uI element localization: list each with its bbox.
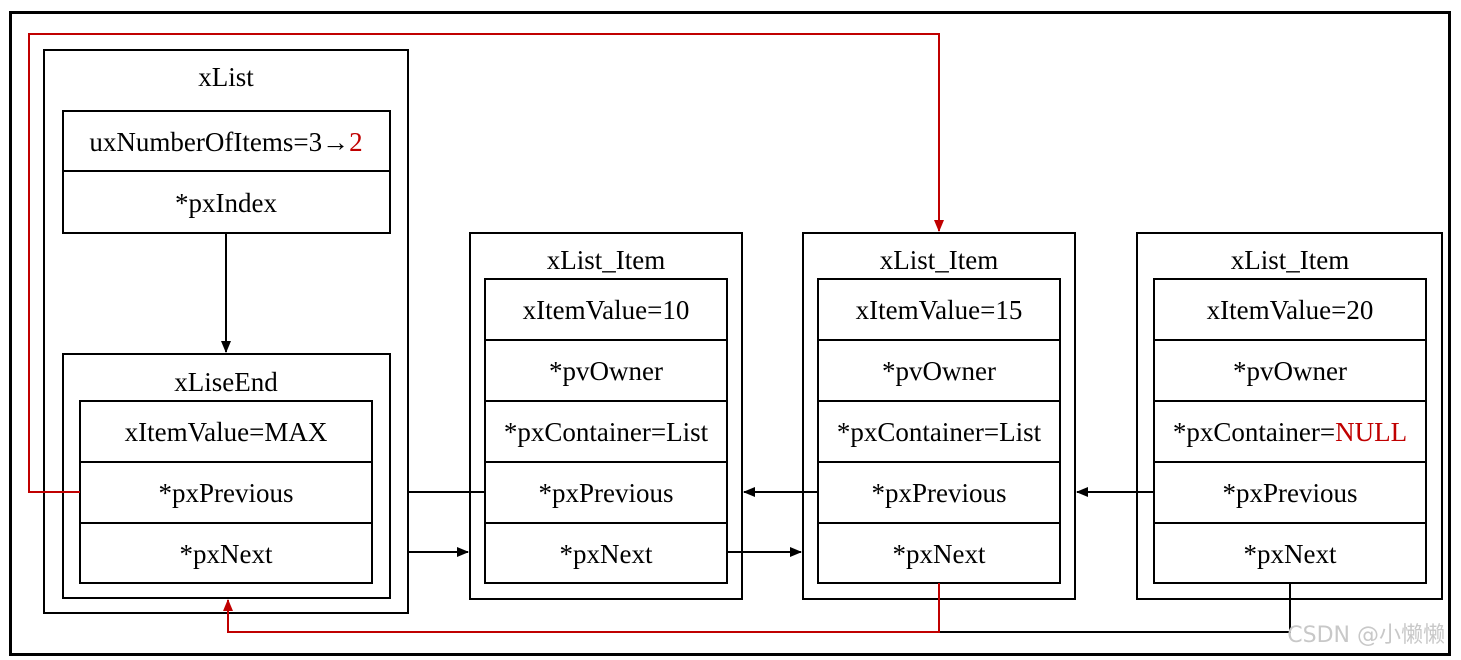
item-1-title: xList_Item <box>547 245 665 275</box>
xlist-box <box>43 49 409 614</box>
item-3-previous-label: *pxPrevious <box>1223 478 1358 508</box>
item-3-value-label: xItemValue=20 <box>1207 295 1374 325</box>
item-block-1: xList_Item xItemValue=10 *pvOwner *pxCon… <box>469 232 743 600</box>
item-block-2: xList_Item xItemValue=15 *pvOwner *pxCon… <box>802 232 1076 600</box>
xlist-count-new: 2 <box>349 127 363 157</box>
item-1-container-label: *pxContainer= <box>504 417 666 447</box>
item-2-next-label: *pxNext <box>893 539 986 569</box>
outer-frame <box>9 11 1451 656</box>
end-previous-label: *pxPrevious <box>159 478 294 508</box>
item-1-container-field: *pxContainer=List <box>504 417 709 447</box>
item-3-next-old-link <box>939 583 1291 633</box>
end-next-label: *pxNext <box>180 539 273 569</box>
item-2-title: xList_Item <box>880 245 998 275</box>
item-3-next-label: *pxNext <box>1244 539 1337 569</box>
end-previous-to-item-2-red-arrow <box>28 33 944 493</box>
item-1-previous-label: *pxPrevious <box>539 478 674 508</box>
item-1-box <box>469 232 743 600</box>
end-next-cell <box>79 522 373 584</box>
xlist-count-field: uxNumberOfItems=3→2 <box>89 127 362 157</box>
item-3-container-field: *pxContainer=NULL <box>1173 417 1407 447</box>
item-block-3: xList_Item xItemValue=20 *pvOwner *pxCon… <box>1136 232 1443 600</box>
item-3-container-value: NULL <box>1335 417 1407 447</box>
item-2-container-value: List <box>999 417 1042 447</box>
xlist-count-label: uxNumberOfItems=3 <box>89 127 322 157</box>
item-2-next-to-end-red-arrow <box>223 583 940 633</box>
item-2-previous-label: *pxPrevious <box>872 478 1007 508</box>
end-value-label: xItemValue=MAX <box>125 417 328 447</box>
item-2-value-label: xItemValue=15 <box>856 295 1023 325</box>
item-1-next-label: *pxNext <box>560 539 653 569</box>
item-1-owner-label: *pvOwner <box>549 356 663 386</box>
item-2-container-label: *pxContainer= <box>837 417 999 447</box>
item-3-owner-label: *pvOwner <box>1233 356 1347 386</box>
xlist-block: xList uxNumberOfItems=3→2 *pxIndex xLise… <box>43 49 409 614</box>
item-2-owner-label: *pvOwner <box>882 356 996 386</box>
item-3-container-label: *pxContainer= <box>1173 417 1335 447</box>
item-1-container-value: List <box>666 417 709 447</box>
end-title: xLiseEnd <box>174 367 278 397</box>
item-1-value-label: xItemValue=10 <box>523 295 690 325</box>
xlist-index-label: *pxIndex <box>175 188 277 218</box>
item-2-container-field: *pxContainer=List <box>837 417 1042 447</box>
xlist-title: xList <box>198 62 254 92</box>
end-box <box>62 353 391 599</box>
item-3-title: xList_Item <box>1231 245 1349 275</box>
xlist-count-arrow: → <box>322 127 349 157</box>
watermark-text: CSDN @小懒懒 <box>1287 623 1445 648</box>
